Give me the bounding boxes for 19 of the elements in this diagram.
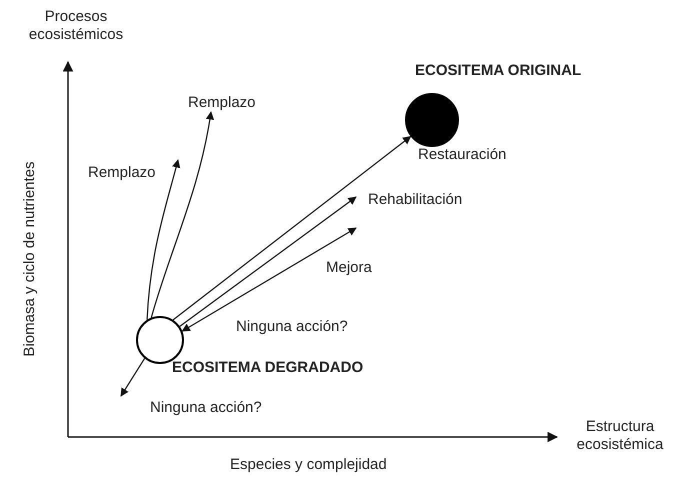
edge-label: Rehabilitación — [368, 191, 462, 209]
heading: ECOSITEMA DEGRADADO — [172, 359, 364, 377]
edge-label: Mejora — [326, 259, 372, 277]
axis-title: Estructura ecosistémica — [576, 418, 664, 454]
axis-title: Procesos ecosistémicos — [28, 8, 124, 44]
axis-title: Biomasa y ciclo de nutrientes — [21, 160, 39, 359]
axis-title: Especies y complejidad — [230, 456, 387, 474]
edge-label: Remplazo — [188, 94, 256, 112]
arrow — [182, 227, 357, 332]
arrow — [179, 196, 357, 327]
edge-label: Ninguna acción? — [150, 399, 262, 417]
arrow — [146, 159, 180, 320]
edge-label: Restauración — [418, 146, 506, 164]
arrow — [172, 136, 412, 320]
arrow — [120, 358, 146, 397]
text-label: Ninguna acción? — [236, 318, 348, 336]
heading: ECOSITEMA ORIGINAL — [415, 62, 582, 80]
arrow — [150, 111, 214, 318]
edge-label: Remplazo — [88, 164, 156, 182]
